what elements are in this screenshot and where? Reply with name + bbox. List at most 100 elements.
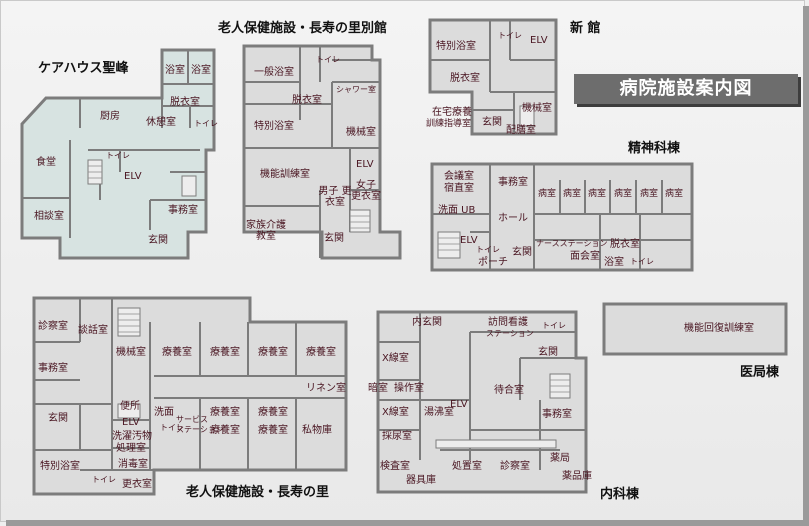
room-home-care-2: 訓練指導室 bbox=[426, 119, 472, 129]
naika-title: 内科棟 bbox=[600, 487, 640, 502]
room-urine: 採尿室 bbox=[382, 431, 412, 442]
room-machine: 機械室 bbox=[116, 347, 146, 358]
ikyoku-building bbox=[602, 302, 788, 356]
room-meeting: 会議室 bbox=[444, 171, 474, 182]
room-linen: リネン室 bbox=[306, 383, 346, 394]
room-service-station-2: ステーション bbox=[176, 425, 224, 434]
room-toilet-2: トイレ bbox=[92, 475, 116, 484]
room-dining: 食堂 bbox=[36, 157, 56, 168]
room-wash: 洗面 bbox=[154, 407, 174, 418]
room-office: 事務室 bbox=[168, 205, 198, 216]
seishin-building bbox=[430, 162, 694, 272]
room-women-changing: 女子 更衣室 bbox=[351, 180, 381, 202]
room-porch: ポーチ bbox=[478, 257, 508, 268]
room-hall: ホール bbox=[498, 213, 528, 224]
main-title-banner: 病院施設案内図 bbox=[574, 74, 798, 104]
room-bath-2: 浴室 bbox=[191, 65, 211, 76]
room-equipment: 器具庫 bbox=[406, 475, 436, 486]
room-special-bath: 特別浴室 bbox=[254, 121, 294, 132]
care-house-title: ケアハウス聖峰 bbox=[38, 61, 129, 76]
room-entrance: 玄関 bbox=[538, 347, 558, 358]
room-entrance: 玄関 bbox=[512, 247, 532, 258]
room-control: 操作室 bbox=[394, 383, 424, 394]
room-visiting-nurse: 訪問看護 bbox=[488, 317, 528, 328]
room-nurse-station: ナースステーション bbox=[536, 239, 608, 248]
room-xray-2: X線室 bbox=[382, 407, 409, 418]
room-general-bath: 一般浴室 bbox=[254, 67, 294, 78]
room-dirty-2: 処理室 bbox=[116, 443, 146, 454]
ikyoku-title: 医局棟 bbox=[740, 365, 780, 380]
room-visiting-station: ステーション bbox=[486, 329, 534, 338]
room-elv: ELV bbox=[530, 35, 548, 46]
interior-walls bbox=[22, 20, 692, 471]
room-shower: シャワー室 bbox=[336, 85, 376, 94]
room-care-5: 療養室 bbox=[210, 425, 240, 436]
room-toilet-b: 便所 bbox=[120, 401, 140, 412]
room-kitchen: 厨房 bbox=[100, 111, 120, 122]
room-care-1: 療養室 bbox=[162, 347, 192, 358]
choju-title: 老人保健施設・長寿の里 bbox=[186, 485, 330, 500]
room-pharmacy: 薬局 bbox=[550, 453, 570, 464]
room-inner-entrance: 内玄関 bbox=[412, 317, 442, 328]
room-lab: 検査室 bbox=[380, 461, 410, 472]
room-training: 機能訓練室 bbox=[260, 169, 310, 180]
room-entrance: 玄関 bbox=[482, 117, 502, 128]
room-consult: 相談室 bbox=[34, 211, 64, 222]
room-toilet: トイレ bbox=[498, 31, 522, 40]
room-care-2: 療養室 bbox=[210, 347, 240, 358]
seishin-title: 精神科棟 bbox=[628, 141, 681, 156]
room-machine: 機械室 bbox=[522, 103, 552, 114]
room-treatment: 処置室 bbox=[452, 461, 482, 472]
room-toilet-2: トイレ bbox=[630, 257, 654, 266]
room-elv: ELV bbox=[450, 399, 468, 410]
room-toilet-2: トイレ bbox=[106, 151, 130, 160]
frame-shadow-bottom bbox=[6, 520, 809, 526]
room-wash-ub: 洗面 UB bbox=[438, 205, 476, 216]
room-changing: 脱衣室 bbox=[450, 73, 480, 84]
room-special-bath: 特別浴室 bbox=[436, 41, 476, 52]
room-changing: 脱衣室 bbox=[292, 95, 322, 106]
room-waiting: 待合室 bbox=[494, 385, 524, 396]
room-office: 事務室 bbox=[38, 363, 68, 374]
room-talk: 談話室 bbox=[78, 325, 108, 336]
room-ward-6: 病室 bbox=[665, 189, 684, 199]
betsukan-title: 老人保健施設・長寿の里別館 bbox=[218, 21, 388, 36]
room-drug-storage: 薬品庫 bbox=[562, 471, 592, 482]
room-bath: 浴室 bbox=[604, 257, 624, 268]
room-changing: 脱衣室 bbox=[170, 97, 200, 108]
stair-treads bbox=[88, 165, 570, 393]
room-ward-2: 病室 bbox=[563, 189, 582, 199]
room-care-8: 療養室 bbox=[258, 407, 288, 418]
room-office: 事務室 bbox=[498, 177, 528, 188]
room-entrance: 玄関 bbox=[324, 233, 344, 244]
room-home-care-1: 在宅療養 bbox=[432, 107, 472, 118]
room-elv: ELV bbox=[122, 417, 140, 428]
room-ward-1: 病室 bbox=[538, 189, 557, 199]
room-visit: 面会室 bbox=[570, 251, 600, 262]
room-toilet: トイレ bbox=[316, 55, 340, 64]
room-machine: 機械室 bbox=[346, 127, 376, 138]
room-toilet: トイレ bbox=[476, 245, 500, 254]
room-bath-1: 浴室 bbox=[165, 65, 185, 76]
room-ward-3: 病室 bbox=[588, 189, 607, 199]
room-men-changing: 男子 更衣室 bbox=[318, 186, 352, 208]
room-care-7: 療養室 bbox=[210, 407, 240, 418]
room-family-class: 家族介護 教室 bbox=[246, 220, 286, 242]
main-title: 病院施設案内図 bbox=[619, 78, 753, 99]
room-dirty-1: 洗濯汚物 bbox=[112, 431, 152, 442]
room-special-bath: 特別浴室 bbox=[40, 461, 80, 472]
room-entrance: 玄関 bbox=[148, 235, 168, 246]
room-changing: 脱衣室 bbox=[610, 239, 640, 250]
room-ward-4: 病室 bbox=[614, 189, 633, 199]
room-night-duty: 宿直室 bbox=[444, 183, 474, 194]
room-distribution: 配膳室 bbox=[506, 125, 536, 136]
room-ward-5: 病室 bbox=[640, 189, 659, 199]
room-care-4: 療養室 bbox=[306, 347, 336, 358]
room-exam: 診察室 bbox=[38, 321, 68, 332]
room-changing: 更衣室 bbox=[122, 479, 152, 490]
room-toilet: トイレ bbox=[542, 321, 566, 330]
room-dark: 暗室 bbox=[368, 383, 388, 394]
room-office: 事務室 bbox=[542, 409, 572, 420]
room-boiling: 湯沸室 bbox=[424, 407, 454, 418]
room-care-3: 療養室 bbox=[258, 347, 288, 358]
